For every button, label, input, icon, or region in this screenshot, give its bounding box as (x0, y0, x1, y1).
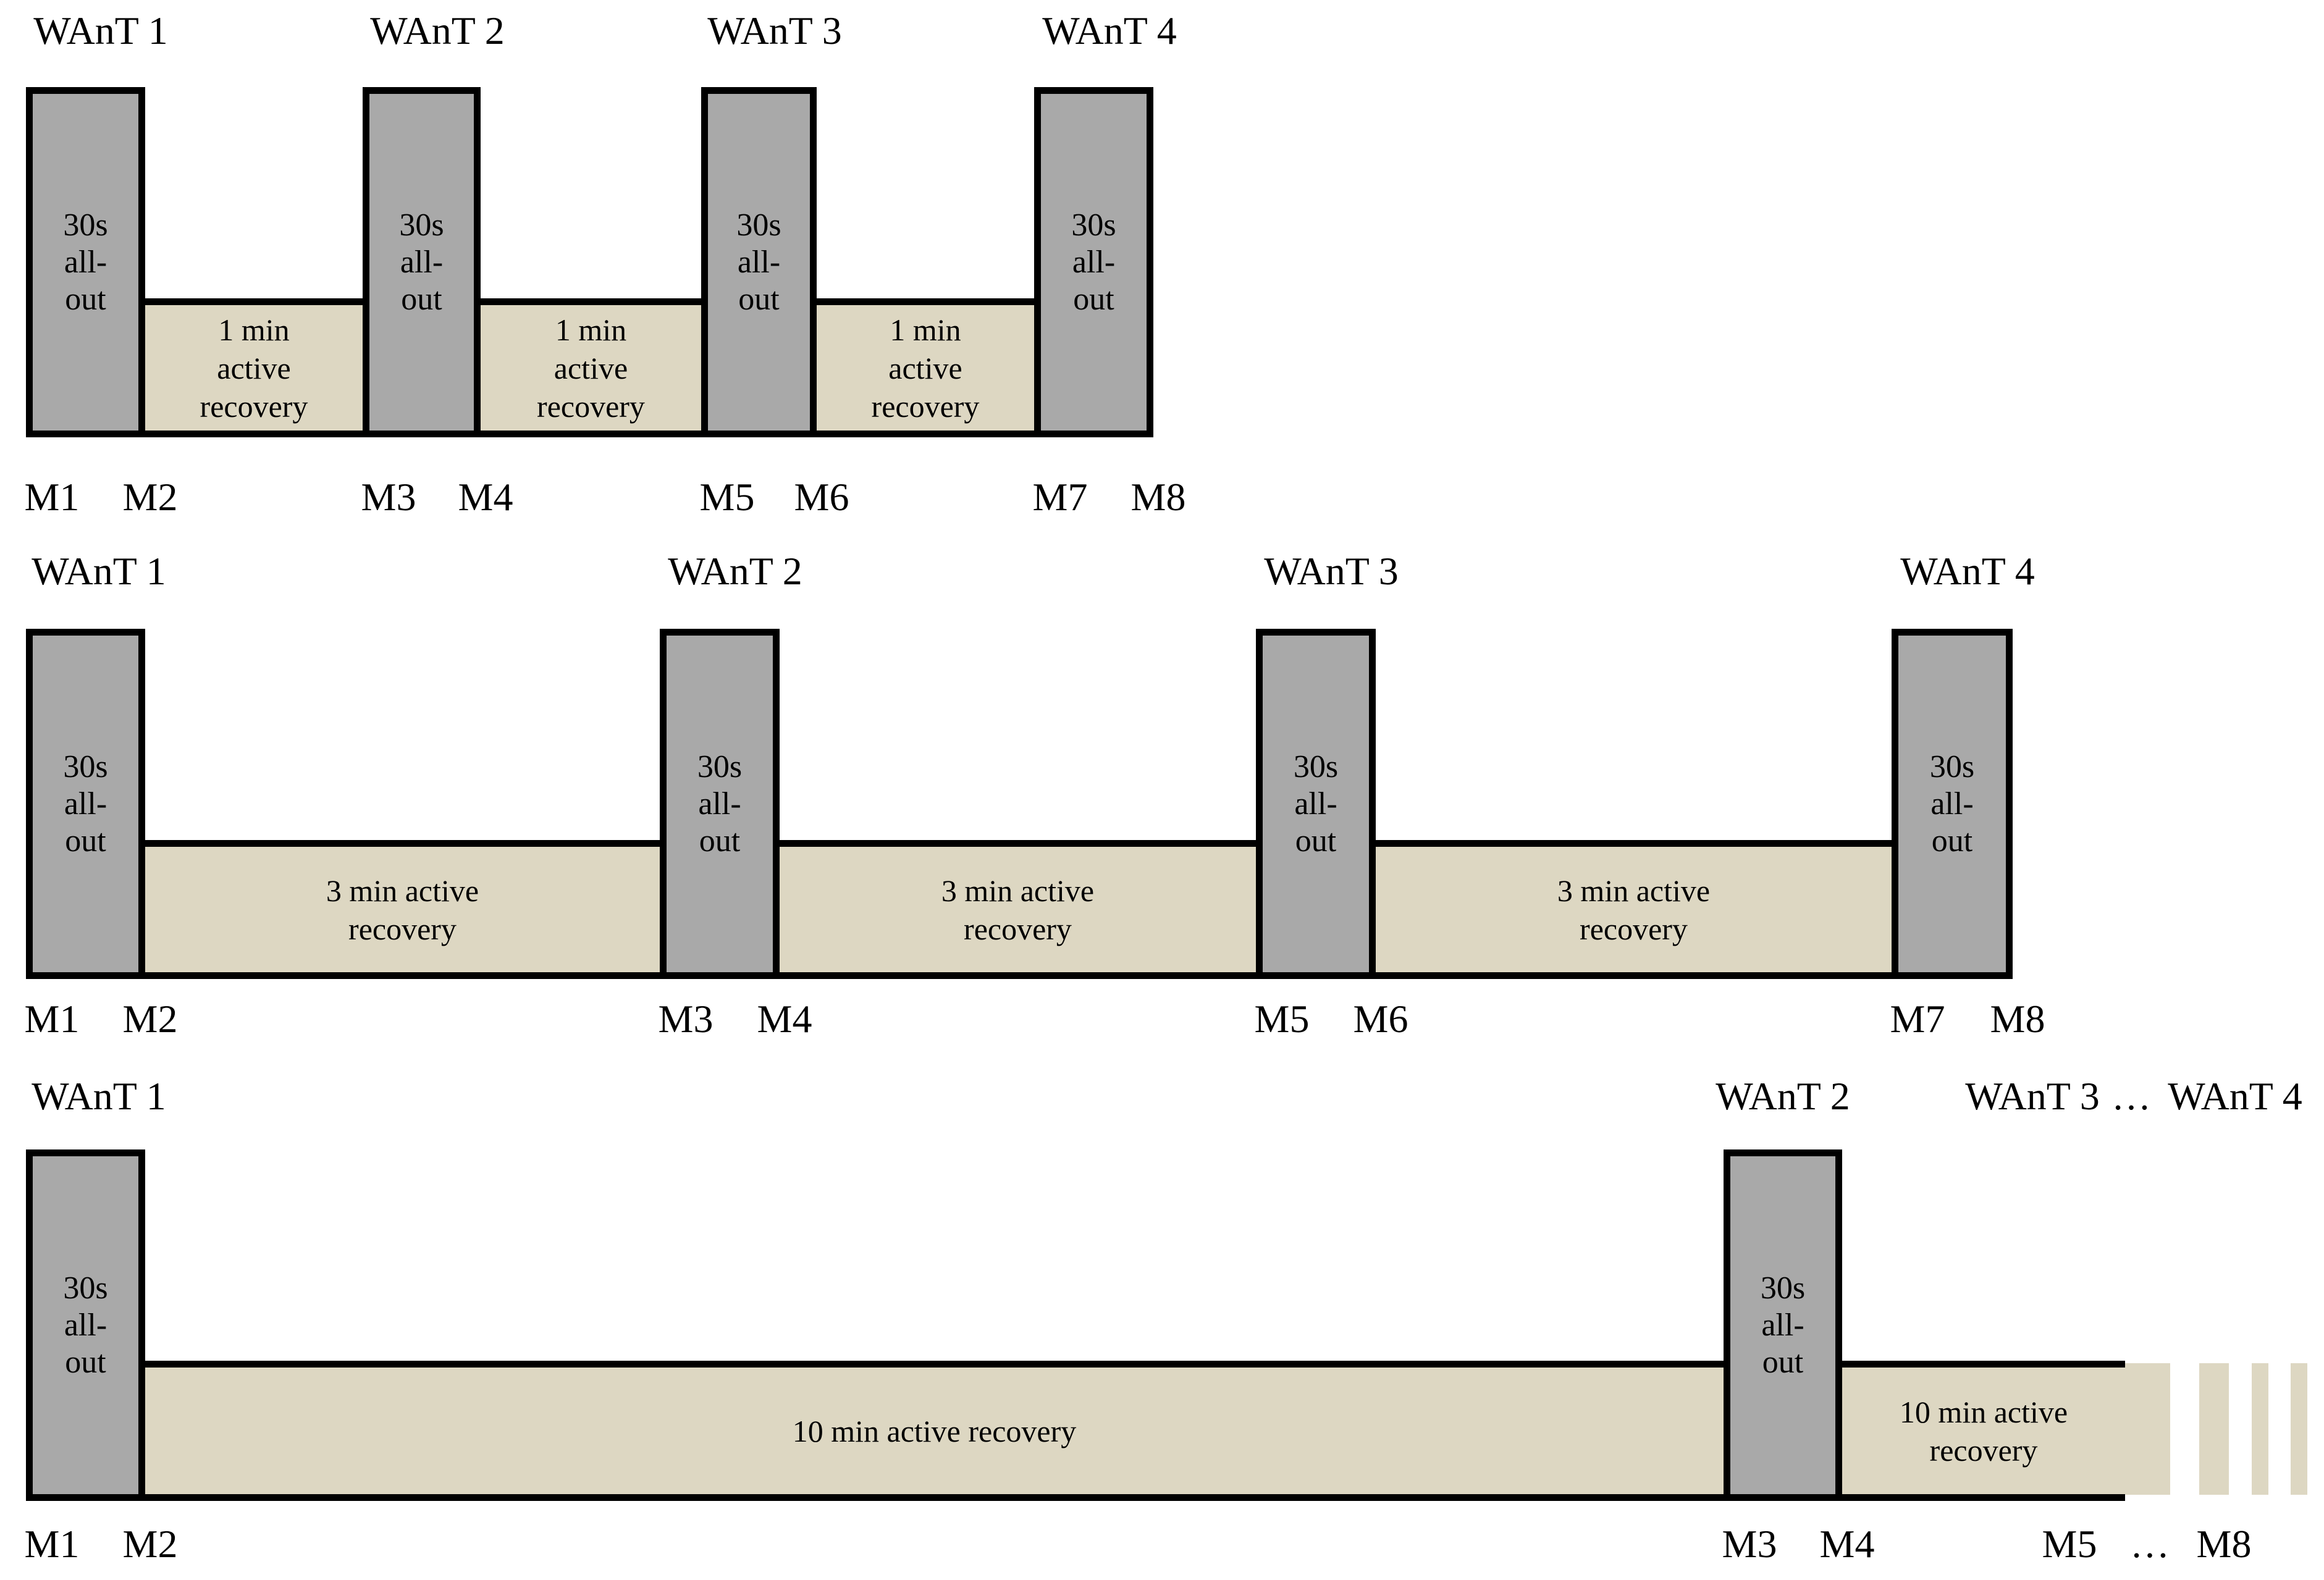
measure-label: M2 (122, 1522, 178, 1566)
sprint-bar: 30s all- out (1724, 1149, 1842, 1501)
recovery-box: 10 min active recovery (145, 1361, 1724, 1501)
recovery-text: 3 min active recovery (1557, 873, 1711, 946)
measure-label: M7 (1032, 475, 1088, 519)
measure-label: M5 (2042, 1522, 2097, 1566)
sprint-bar-text: 30s all- out (736, 207, 781, 317)
want-label: WAnT 1 (32, 549, 166, 593)
want-label: WAnT 1 (32, 1074, 166, 1118)
measure-label: M8 (1130, 475, 1186, 519)
sprint-bar: 30s all- out (26, 1149, 145, 1501)
recovery-box: 1 min active recovery (817, 298, 1034, 437)
measure-label: M8 (2196, 1522, 2252, 1566)
measure-label: M5 (699, 475, 755, 519)
recovery-text: 1 min active recovery (200, 312, 308, 424)
recovery-continuation-stripe (2291, 1363, 2307, 1495)
want-label: WAnT 3 (1264, 549, 1399, 593)
measure-label: M1 (24, 1522, 80, 1566)
measure-label: M2 (122, 475, 178, 519)
sprint-bar-text: 30s all- out (1071, 207, 1116, 317)
recovery-text: 1 min active recovery (537, 312, 645, 424)
want-label: WAnT 2 (1716, 1074, 1850, 1118)
want-label: WAnT 2 (668, 549, 802, 593)
recovery-continuation-stripe (2199, 1363, 2229, 1495)
sprint-bar-text: 30s all- out (1929, 749, 1975, 859)
recovery-text: 3 min active recovery (941, 873, 1095, 946)
sprint-bar: 30s all- out (26, 629, 145, 979)
recovery-continuation (2125, 1363, 2170, 1495)
measure-label: M6 (794, 475, 849, 519)
want-label: WAnT 1 (33, 9, 168, 53)
recovery-text: 10 min active recovery (792, 1413, 1077, 1448)
measure-label: M6 (1353, 997, 1408, 1041)
want-label: WAnT 3 (707, 9, 842, 53)
ellipsis: … (2130, 1522, 2170, 1566)
sprint-bar-text: 30s all- out (399, 207, 444, 317)
want-label: WAnT 2 (370, 9, 505, 53)
sprint-bar: 30s all- out (363, 87, 481, 437)
sprint-bar-text: 30s all- out (1293, 749, 1339, 859)
recovery-box: 3 min active recovery (780, 840, 1256, 979)
measure-label: M2 (122, 997, 178, 1041)
measure-label: M3 (1722, 1522, 1777, 1566)
recovery-box: 3 min active recovery (1376, 840, 1892, 979)
sprint-bar-text: 30s all- out (697, 749, 743, 859)
sprint-bar: 30s all- out (26, 87, 145, 437)
measure-label: M4 (1819, 1522, 1875, 1566)
recovery-text: 10 min active recovery (1899, 1394, 2068, 1468)
measure-label: M1 (24, 475, 80, 519)
measure-label: M3 (658, 997, 714, 1041)
protocol-row-3min: WAnT 1 WAnT 2 WAnT 3 WAnT 4 30s all- out… (24, 549, 2045, 1041)
want-label: WAnT 4 (1042, 9, 1177, 53)
sprint-bar: 30s all- out (1256, 629, 1376, 979)
measure-label: M5 (1254, 997, 1310, 1041)
sprint-bar-text: 30s all- out (63, 207, 108, 317)
recovery-box: 1 min active recovery (145, 298, 363, 437)
want-label: WAnT 4 (1900, 549, 2035, 593)
protocol-row-1min: WAnT 1 WAnT 2 WAnT 3 WAnT 4 30s all- out… (0, 0, 2324, 531)
sprint-bar: 30s all- out (1034, 87, 1153, 437)
recovery-text: 3 min active recovery (326, 873, 479, 946)
sprint-bar: 30s all- out (1892, 629, 2013, 979)
recovery-box: 1 min active recovery (481, 298, 701, 437)
measure-label: M1 (24, 997, 80, 1041)
sprint-bar-text: 30s all- out (63, 749, 108, 859)
measure-label: M8 (1990, 997, 2045, 1041)
sprint-bar-text: 30s all- out (63, 1270, 108, 1380)
sprint-bar: 30s all- out (701, 87, 817, 437)
recovery-box: 10 min active recovery (1842, 1361, 2125, 1501)
ellipsis: … (2111, 1074, 2151, 1118)
sprint-bar: 30s all- out (660, 629, 780, 979)
want-label: WAnT 3 (1965, 1074, 2100, 1118)
measure-label: M3 (361, 475, 416, 519)
sprint-bar-text: 30s all- out (1760, 1270, 1806, 1380)
want-label: WAnT 4 (2168, 1074, 2302, 1118)
measure-label: M4 (757, 997, 812, 1041)
recovery-box: 3 min active recovery (145, 840, 660, 979)
measure-label: M7 (1890, 997, 1945, 1041)
recovery-text: 1 min active recovery (871, 312, 980, 424)
recovery-continuation-stripe (2252, 1363, 2268, 1495)
measure-label: M4 (458, 475, 513, 519)
